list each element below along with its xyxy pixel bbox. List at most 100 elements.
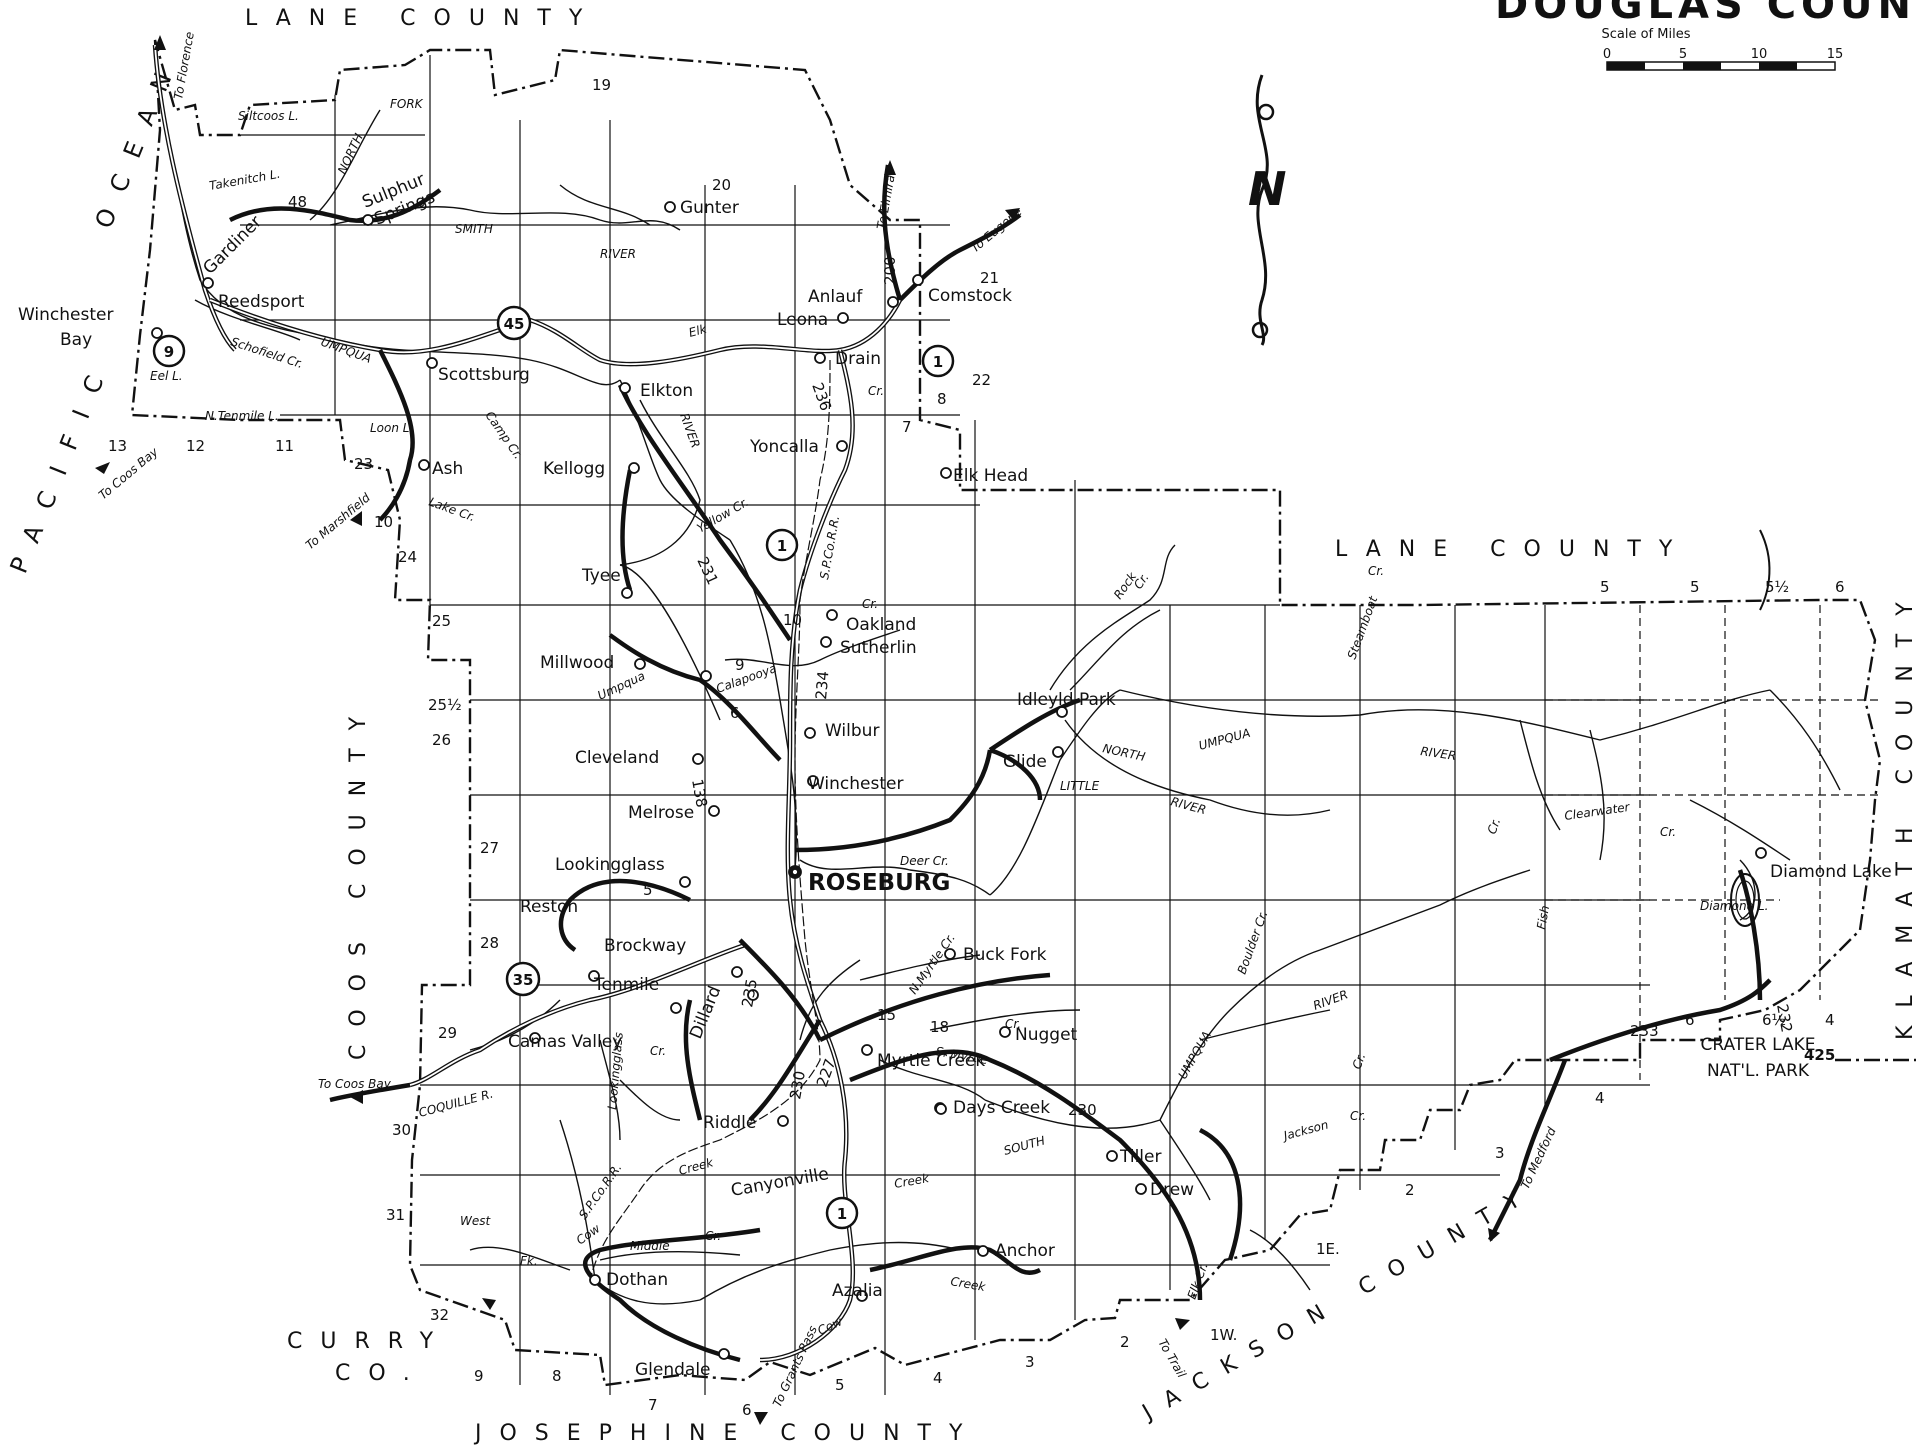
town-label: Riddle	[703, 1113, 756, 1133]
road-destination: To Trail	[1155, 1337, 1189, 1381]
township-number: 23	[354, 455, 373, 473]
water-label: RIVER	[1311, 987, 1350, 1012]
water-label: RIVER	[600, 247, 636, 261]
town-label: Elkton	[640, 381, 693, 401]
lane-county-label-top: LANE COUNTY	[245, 6, 600, 31]
lane-county-label-east: LANE COUNTY	[1335, 537, 1690, 562]
water-label: Schofield Cr.	[229, 335, 305, 372]
water-label: N.Tenmile L.	[205, 409, 279, 423]
town-label: Brockway	[604, 936, 686, 956]
water-label: UMPQUA	[319, 335, 373, 366]
north-letter: N	[1248, 162, 1287, 216]
water-label: Creek	[949, 1274, 987, 1294]
road-arrows	[95, 35, 1500, 1425]
town-label: Dothan	[606, 1270, 668, 1290]
water-label: S.P.Co.R.R.	[576, 1161, 625, 1222]
township-number: 32	[430, 1306, 449, 1324]
town-label: Glide	[1003, 752, 1047, 772]
water-label: Cr.	[1005, 1017, 1021, 1031]
road-destination: To Elmira	[874, 174, 897, 231]
town-markers	[151, 201, 1767, 1360]
crater-lake-label: CRATER LAKE	[1700, 1035, 1815, 1055]
town-label: Sutherlin	[840, 638, 917, 658]
route-shield-number: 1	[933, 353, 943, 371]
township-number: 2	[1120, 1333, 1130, 1351]
water-label: Deer Cr.	[900, 854, 949, 868]
water-label: Elk	[687, 321, 709, 339]
route-shield-number: 1	[777, 537, 787, 555]
town-label: Camas Valley	[508, 1032, 622, 1052]
town-label: Cleveland	[575, 748, 659, 768]
township-number: 6	[1835, 578, 1845, 596]
jackson-county-label: JACKSON COUNTY	[1137, 1179, 1540, 1426]
township-number: 25	[432, 612, 451, 630]
township-number: 6½	[1762, 1011, 1786, 1029]
town-label: Winchester	[808, 774, 903, 794]
water-label: RIVER	[677, 411, 702, 450]
township-number: 3	[1025, 1353, 1035, 1371]
county-boundary	[130, 39, 1882, 1387]
township-number: 28	[480, 934, 499, 952]
town-label: Reedsport	[218, 292, 305, 312]
township-number: 21	[980, 269, 999, 287]
township-number: 9	[474, 1367, 484, 1385]
township-number: 20	[712, 176, 731, 194]
route-number: 233	[1630, 1022, 1659, 1040]
town-label: Scottsburg	[438, 365, 530, 385]
town-label: Myrtle Creek	[877, 1051, 985, 1071]
water-label: Camp Cr.	[483, 409, 526, 462]
ocean-label: OCEAN	[90, 50, 185, 232]
township-number: 4	[1595, 1089, 1605, 1107]
curry-county-label: CURRY	[287, 1329, 451, 1354]
water-label: Cr.	[1368, 564, 1384, 578]
route-shield-number: 1	[837, 1205, 847, 1223]
township-number: 4	[1825, 1011, 1835, 1029]
township-number: 13	[108, 437, 127, 455]
pacific-label: PACIFIC	[5, 353, 117, 577]
township-number: 7	[648, 1396, 658, 1414]
coos-county-label: COOS COUNTY	[346, 699, 371, 1060]
township-number: 5	[835, 1376, 845, 1394]
railroad	[589, 359, 831, 1281]
township-number: 12	[186, 437, 205, 455]
township-grid	[240, 55, 1880, 1395]
township-number: 9	[735, 656, 745, 674]
town-label: Glendale	[635, 1360, 711, 1380]
water-label: Siltcoos L.	[238, 109, 299, 123]
township-number: 6	[1685, 1011, 1695, 1029]
route-shield-number: 35	[513, 971, 534, 989]
town-label: Anchor	[995, 1241, 1055, 1261]
town-label: Tenmile	[593, 975, 659, 995]
town-label: Diamond Lake	[1770, 862, 1892, 882]
township-number: 5½	[1765, 578, 1789, 596]
town-label: Buck Fork	[963, 945, 1047, 965]
town-label: Wilbur	[825, 721, 879, 741]
town-label: Drain	[835, 349, 881, 369]
water-label: FORK	[390, 97, 424, 111]
township-number: 27	[480, 839, 499, 857]
water-label: Middle	[630, 1239, 670, 1253]
scale-tick-label: 5	[1679, 47, 1687, 62]
water-label: N.Myrtle Cr.	[906, 931, 958, 997]
water-label: Steamboat	[1345, 593, 1381, 661]
curry-county-label: CO.	[335, 1361, 428, 1386]
town-label: Ash	[432, 459, 463, 479]
township-number: 29	[438, 1024, 457, 1042]
road-destination: To Marshfield	[303, 490, 373, 552]
township-number: 1W.	[1210, 1326, 1237, 1344]
township-number: 10	[783, 611, 802, 629]
township-number: 5	[1690, 578, 1700, 596]
town-label: Gunter	[680, 198, 739, 218]
route-number: 138	[688, 778, 711, 809]
township-number: 1E.	[1316, 1240, 1340, 1258]
township-number: 6	[742, 1401, 752, 1419]
water-label: Fk.	[520, 1254, 538, 1268]
township-number: 26	[432, 731, 451, 749]
north-arrow: N	[1248, 74, 1287, 346]
town-label: Yoncalla	[749, 437, 819, 457]
township-number: 7	[902, 418, 912, 436]
route-shield-number: 9	[164, 343, 174, 361]
route-number: 230	[786, 1069, 809, 1100]
township-number: 2	[1405, 1181, 1415, 1199]
water-label: SMITH	[455, 222, 493, 236]
